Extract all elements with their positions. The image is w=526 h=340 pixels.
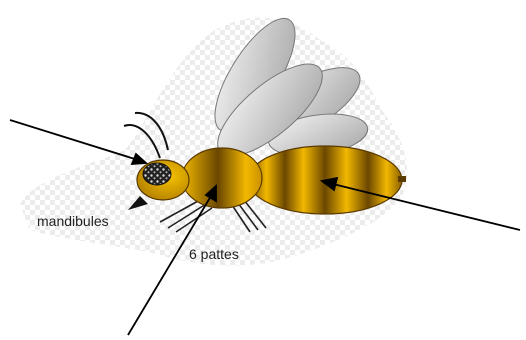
label-pattes: 6 pattes — [189, 246, 239, 262]
abdomen-sting — [398, 176, 406, 182]
thorax — [182, 148, 262, 208]
arrow-eye — [10, 120, 138, 160]
compound-eye — [143, 163, 171, 185]
label-mandibules: mandibules — [37, 213, 109, 229]
